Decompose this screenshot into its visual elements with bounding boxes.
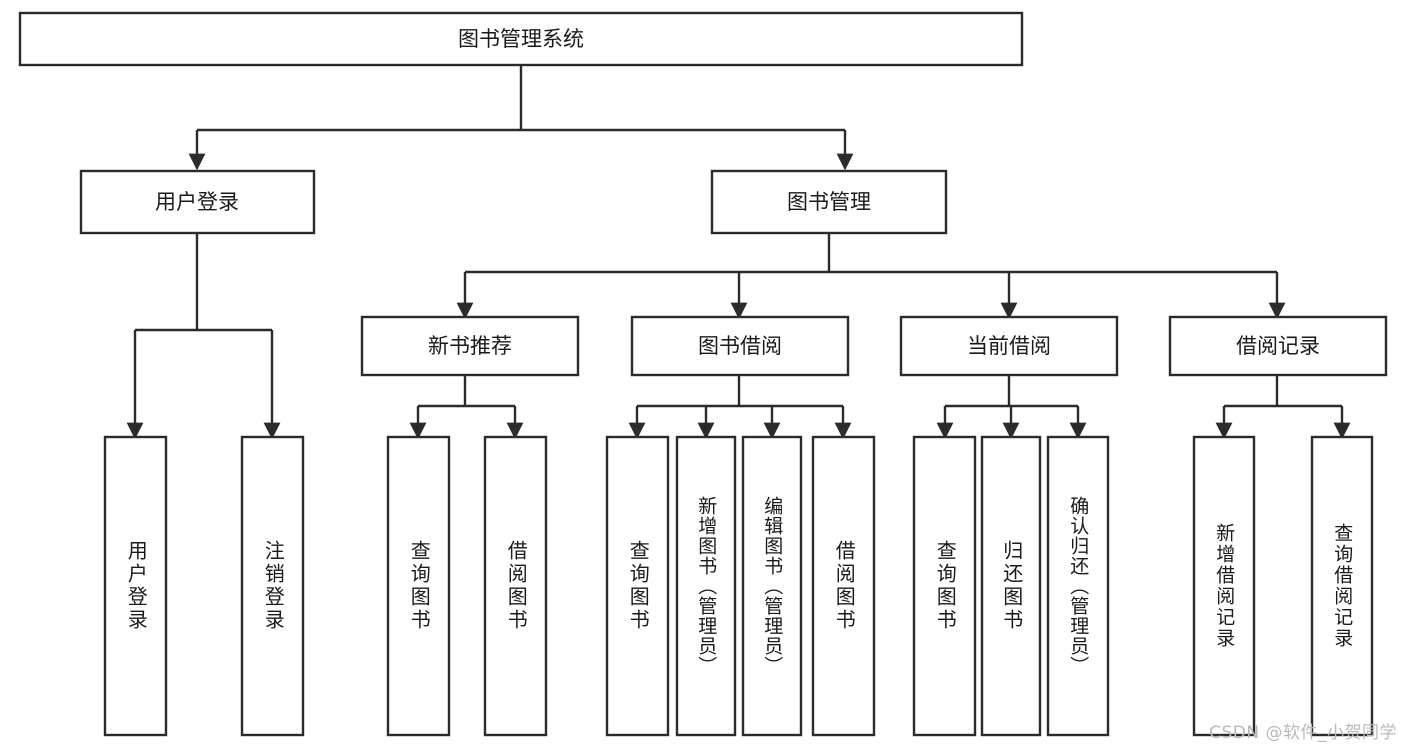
node-box-root[interactable] xyxy=(18,11,1024,67)
node-box-user-login[interactable] xyxy=(79,169,316,235)
node-box-leaf-borrow-1[interactable] xyxy=(605,435,670,737)
node-label-current-borrow: 当前借阅 xyxy=(967,334,1051,358)
watermark-text: CSDN @软件_小贺同学 xyxy=(1209,723,1397,743)
node-box-leaf-borrow-2[interactable] xyxy=(675,435,737,737)
node-box-leaf-borrow-4[interactable] xyxy=(811,435,876,737)
node-box-leaf-borrow-record-1[interactable] xyxy=(1192,435,1256,737)
node-layer: 图书管理系统 用户登录 图书管理 新书推荐 图书借阅 当前借阅 借阅记录 xyxy=(18,11,1388,737)
node-box-leaf-current-borrow-1[interactable] xyxy=(912,435,977,737)
node-box-leaf-new-book-1[interactable] xyxy=(386,435,451,737)
node-box-new-book[interactable] xyxy=(360,315,580,377)
node-label-user-login: 用户登录 xyxy=(155,190,239,214)
node-box-leaf-current-borrow-2[interactable] xyxy=(980,435,1042,737)
node-label-book-manage: 图书管理 xyxy=(787,190,871,214)
node-box-borrow-record[interactable] xyxy=(1168,315,1388,377)
node-label-borrow: 图书借阅 xyxy=(698,334,782,358)
node-box-leaf-user-login-1[interactable] xyxy=(103,435,168,737)
node-box-leaf-new-book-2[interactable] xyxy=(483,435,548,737)
node-label-new-book: 新书推荐 xyxy=(428,334,512,358)
node-box-leaf-current-borrow-3[interactable] xyxy=(1046,435,1110,737)
connector-layer xyxy=(126,65,1351,440)
node-label-borrow-record: 借阅记录 xyxy=(1236,334,1320,358)
node-box-borrow[interactable] xyxy=(630,315,850,377)
node-box-book-manage[interactable] xyxy=(710,169,948,235)
node-box-leaf-borrow-3[interactable] xyxy=(741,435,803,737)
node-box-leaf-borrow-record-2[interactable] xyxy=(1310,435,1374,737)
node-box-leaf-user-login-2[interactable] xyxy=(240,435,305,737)
node-box-current-borrow[interactable] xyxy=(899,315,1119,377)
node-label-root: 图书管理系统 xyxy=(458,27,584,51)
